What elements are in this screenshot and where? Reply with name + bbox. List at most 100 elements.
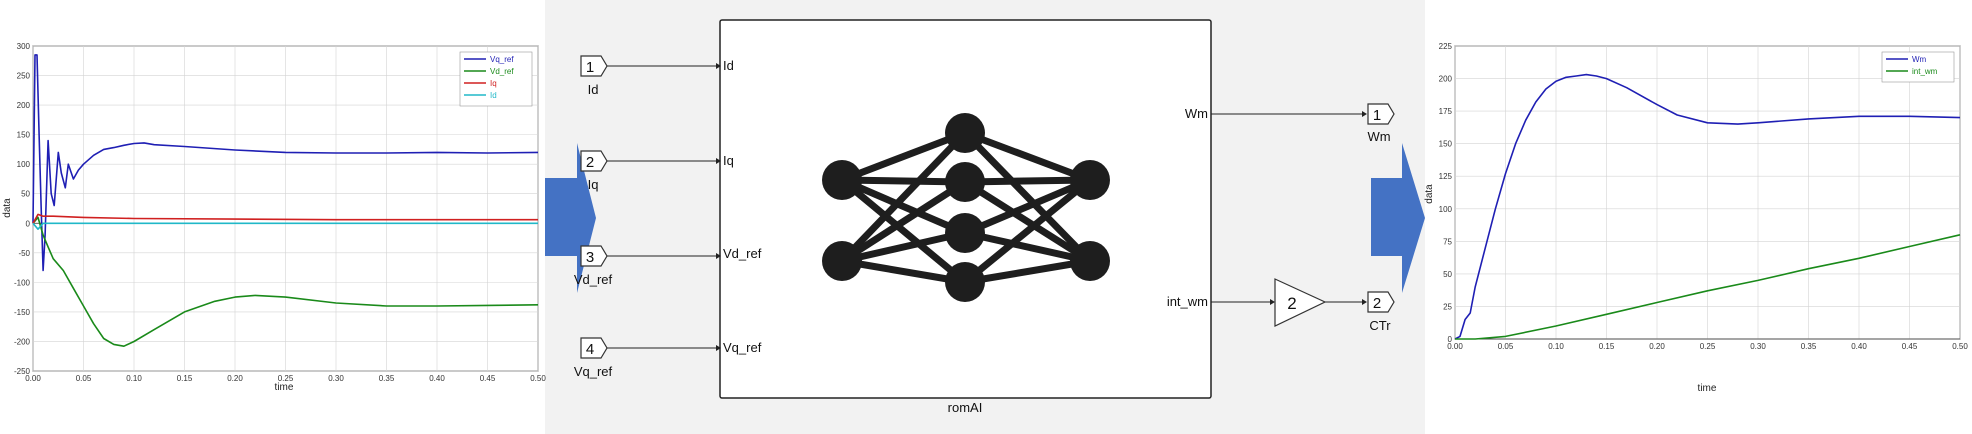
gain-shape[interactable] (1274, 278, 1327, 327)
inport-3-label: Vd_ref (574, 272, 613, 287)
inport-4-label: Vq_ref (574, 364, 613, 379)
nn-edge (964, 176, 1091, 186)
inport-2-shape[interactable] (580, 150, 608, 172)
output-port-1[interactable]: 1 Wm (1367, 103, 1395, 144)
x-tick-label: 0.50 (530, 374, 546, 383)
y-tick-label: 0 (1448, 335, 1453, 344)
nn-edge (963, 179, 1092, 264)
left-ylabel: data (2, 198, 13, 218)
left-series (32, 54, 539, 348)
y-tick-label: 200 (17, 101, 31, 110)
legend-box (1881, 51, 1955, 83)
inport-4-number: 4 (586, 341, 594, 358)
nn-node (1070, 241, 1110, 281)
x-tick-label: 0.20 (1649, 342, 1665, 351)
arrowhead (716, 63, 721, 69)
inport-1-shape[interactable] (580, 55, 608, 77)
legend-label: Id (490, 91, 497, 100)
input-port-4[interactable]: 4 Vq_ref Vq_ref (574, 337, 762, 379)
nn-edge (839, 177, 968, 285)
right-series (1454, 73, 1961, 340)
nn-edge (841, 257, 966, 286)
romai-block[interactable] (719, 19, 1212, 399)
arrowhead (1362, 299, 1367, 305)
arrowhead (716, 345, 721, 351)
nn-node (822, 160, 862, 200)
nn-edge (963, 176, 1092, 237)
y-tick-label: 150 (17, 131, 31, 140)
legend-label: Iq (490, 79, 497, 88)
nn-edge (841, 229, 966, 265)
x-tick-label: 0.20 (227, 374, 243, 383)
input-port-3[interactable]: 3 Vd_ref Vd_ref (574, 245, 762, 287)
outport-1-number: 1 (1373, 107, 1381, 124)
block-input-vq-ref: Vq_ref (723, 340, 762, 355)
nn-edge (962, 177, 1093, 285)
x-tick-label: 0.30 (328, 374, 344, 383)
x-tick-label: 0.00 (1447, 342, 1463, 351)
legend-label: Wm (1912, 55, 1927, 64)
right-legend[interactable]: Wm int_wm (1881, 51, 1955, 83)
series-line-wm (1454, 73, 1961, 340)
outport-1-shape[interactable] (1367, 103, 1395, 125)
inport-1-label: Id (588, 82, 599, 97)
inport-2-label: Iq (588, 177, 599, 192)
block-input-iq: Iq (723, 153, 734, 168)
y-tick-label: 150 (1439, 140, 1453, 149)
gain-block[interactable]: 2 (1274, 278, 1327, 327)
right-grid (1454, 45, 1961, 340)
x-tick-label: 0.35 (1801, 342, 1817, 351)
outport-2-shape[interactable] (1367, 291, 1395, 313)
series-line-iq (32, 213, 538, 224)
nn-node (945, 113, 985, 153)
y-tick-label: -100 (14, 278, 31, 287)
y-tick-label: 100 (1439, 205, 1453, 214)
nn-node (945, 162, 985, 202)
block-input-vd-ref: Vd_ref (723, 246, 762, 261)
x-tick-label: 0.40 (429, 374, 445, 383)
legend-label: int_wm (1912, 67, 1938, 76)
inport-3-shape[interactable] (580, 245, 608, 267)
block-input-id: Id (723, 58, 734, 73)
x-tick-label: 0.00 (25, 374, 41, 383)
right-xlabel: time (1698, 383, 1717, 394)
input-port-1[interactable]: 1 Id Id (580, 55, 734, 97)
series-line-id (32, 222, 538, 230)
output-port-2[interactable]: 2 CTr (1367, 291, 1395, 333)
nn-node (822, 241, 862, 281)
nn-edge (964, 257, 1091, 286)
gain-value: 2 (1287, 294, 1296, 313)
x-tick-label: 0.35 (379, 374, 395, 383)
y-tick-label: 175 (1439, 107, 1453, 116)
nn-edge (841, 176, 966, 186)
y-tick-label: 75 (1443, 237, 1452, 246)
y-tick-label: -200 (14, 337, 31, 346)
x-tick-label: 0.15 (1599, 342, 1615, 351)
x-tick-label: 0.10 (1548, 342, 1564, 351)
input-port-2[interactable]: 2 Iq Iq (580, 150, 734, 192)
y-tick-label: 0 (26, 219, 31, 228)
inport-4-shape[interactable] (580, 337, 608, 359)
x-tick-label: 0.45 (1902, 342, 1918, 351)
y-tick-label: 50 (1443, 270, 1452, 279)
y-tick-label: 100 (17, 160, 31, 169)
y-tick-label: 125 (1439, 172, 1453, 181)
x-tick-label: 0.15 (177, 374, 193, 383)
nn-edge (963, 129, 1092, 184)
y-tick-label: -50 (18, 249, 30, 258)
y-tick-label: 300 (17, 42, 31, 51)
series-line-vd-ref (32, 216, 539, 348)
x-tick-label: 0.50 (1952, 342, 1968, 351)
right-ylabel: data (1424, 184, 1435, 204)
nn-edge (962, 130, 1093, 264)
x-tick-label: 0.05 (76, 374, 92, 383)
nn-edge (840, 179, 967, 264)
y-tick-label: 25 (1443, 302, 1452, 311)
outport-1-label: Wm (1367, 129, 1390, 144)
x-tick-label: 0.05 (1498, 342, 1514, 351)
arrowhead (1362, 111, 1367, 117)
